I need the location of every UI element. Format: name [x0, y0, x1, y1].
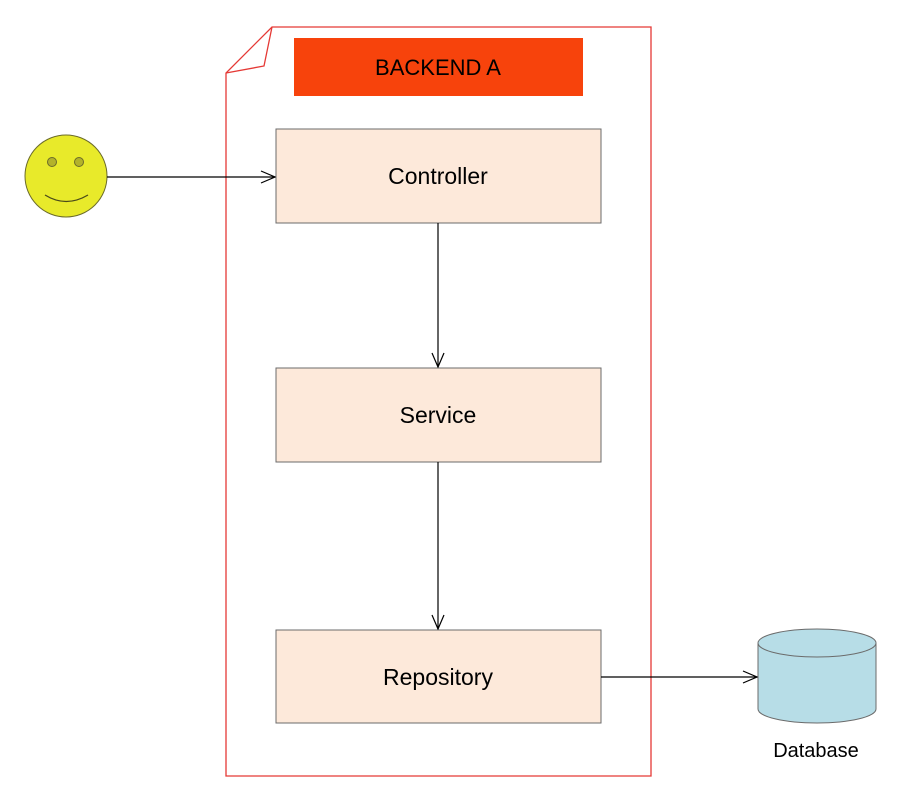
repository-box: [275, 629, 602, 724]
database-top: [757, 628, 877, 658]
controller-node: Controller: [275, 128, 602, 224]
smiley-mouth: [44, 194, 89, 203]
service-box: [275, 367, 602, 463]
folded-corner: [225, 26, 273, 74]
repository-node: Repository: [275, 629, 602, 724]
database-label: Database: [773, 740, 859, 762]
smiley-face: [24, 134, 108, 218]
smiley-left-eye: [47, 157, 57, 167]
controller-label: Controller: [388, 163, 488, 189]
database-body: [757, 643, 877, 724]
backend-header: BACKEND A: [294, 38, 583, 96]
service-label: Service: [400, 402, 477, 428]
smiley-icon: [24, 134, 108, 218]
service-node: Service: [275, 367, 602, 463]
backend-header-box: [294, 38, 583, 96]
smiley-right-eye: [74, 157, 84, 167]
backend-header-label: BACKEND A: [375, 55, 501, 80]
database-icon: [757, 628, 877, 724]
repository-label: Repository: [383, 664, 493, 690]
controller-box: [275, 128, 602, 224]
